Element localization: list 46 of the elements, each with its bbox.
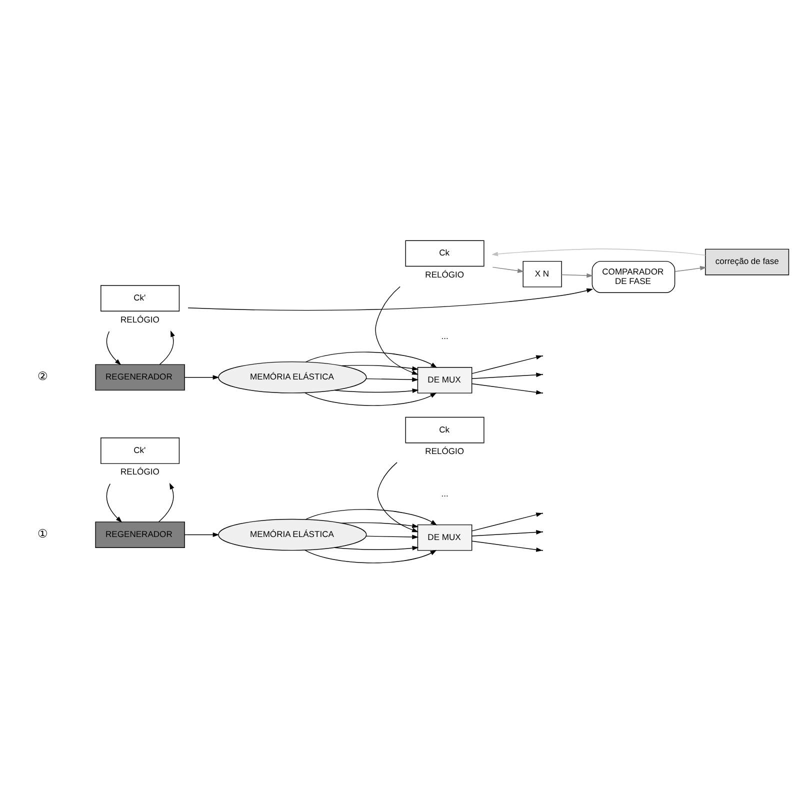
node-label: RELÓGIO xyxy=(120,314,160,324)
node-label: RELÓGIO xyxy=(120,466,160,476)
node-ellipse: MEMÓRIA ELÁSTICA xyxy=(218,518,367,550)
arrow xyxy=(106,330,122,365)
arrow xyxy=(341,522,419,528)
arrow xyxy=(377,462,418,532)
arrow xyxy=(334,388,419,392)
node-box: DE MUX xyxy=(417,524,472,550)
label: ... xyxy=(441,488,448,498)
label: ② xyxy=(37,370,48,383)
arrow xyxy=(492,248,706,256)
arrow xyxy=(366,376,419,382)
arrow xyxy=(305,508,438,525)
node-box: REGENERADOR xyxy=(95,521,185,548)
node-label: RELÓGIO xyxy=(425,446,464,456)
arrow xyxy=(159,330,175,364)
node-box: X N xyxy=(522,260,562,287)
arrow xyxy=(188,288,594,310)
arrow xyxy=(472,540,543,552)
node-box: DE MUX xyxy=(417,366,472,393)
arrow xyxy=(305,351,438,368)
arrow xyxy=(375,286,418,374)
arrow xyxy=(472,512,543,531)
label: ... xyxy=(441,330,448,340)
node-label: RELÓGIO xyxy=(425,268,464,279)
arrow xyxy=(341,364,419,370)
arrow xyxy=(472,382,543,394)
node-box: REGENERADOR xyxy=(95,364,185,390)
node-box: correção de fase xyxy=(705,248,790,275)
arrow xyxy=(304,392,437,406)
node-ellipse: MEMÓRIA ELÁSTICA xyxy=(218,360,367,393)
arrow xyxy=(106,483,122,522)
arrow xyxy=(674,265,706,272)
arrow xyxy=(561,272,594,278)
arrow xyxy=(304,549,437,563)
arrow xyxy=(472,372,543,379)
node-box: COMPARADOR DE FASE xyxy=(592,260,676,292)
arrow xyxy=(334,545,419,550)
arrow xyxy=(472,530,543,536)
arrow xyxy=(184,532,220,537)
arrow xyxy=(184,374,220,380)
arrow xyxy=(472,354,543,374)
arrow xyxy=(158,482,174,522)
arrow xyxy=(492,266,524,272)
arrow xyxy=(366,534,419,539)
label: ① xyxy=(37,528,48,540)
